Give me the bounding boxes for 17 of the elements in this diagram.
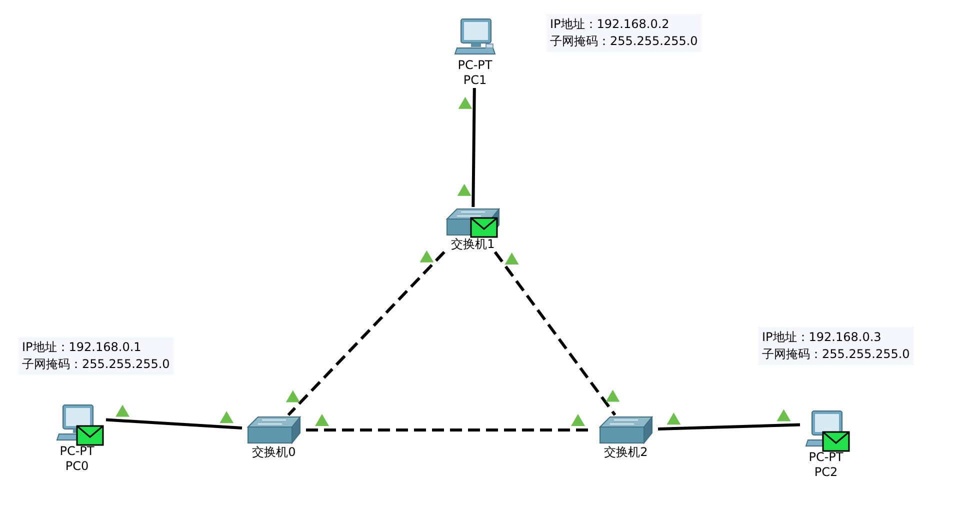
address-note: IP地址：192.168.0.2 子网掩码：255.255.255.0: [546, 14, 702, 52]
cable-line: [472, 88, 476, 208]
cable-line: [494, 251, 616, 416]
cable-line: [658, 423, 800, 431]
device-label: PC-PT: [458, 58, 492, 73]
device-label: 交换机1: [451, 237, 495, 252]
device-label: PC0: [65, 459, 89, 474]
device-label: 交换机2: [604, 445, 648, 460]
device-label: PC-PT: [808, 450, 844, 465]
address-note: IP地址：192.168.0.1 子网掩码：255.255.255.0: [18, 337, 174, 375]
device-label: PC-PT: [60, 444, 94, 459]
device-label: 交换机0: [252, 445, 296, 460]
device-label: PC1: [463, 73, 487, 88]
device-label: PC2: [814, 465, 838, 480]
cable-line: [106, 418, 242, 430]
cable-line: [287, 250, 446, 416]
address-note: IP地址：192.168.0.3 子网掩码：255.255.255.0: [758, 327, 914, 365]
